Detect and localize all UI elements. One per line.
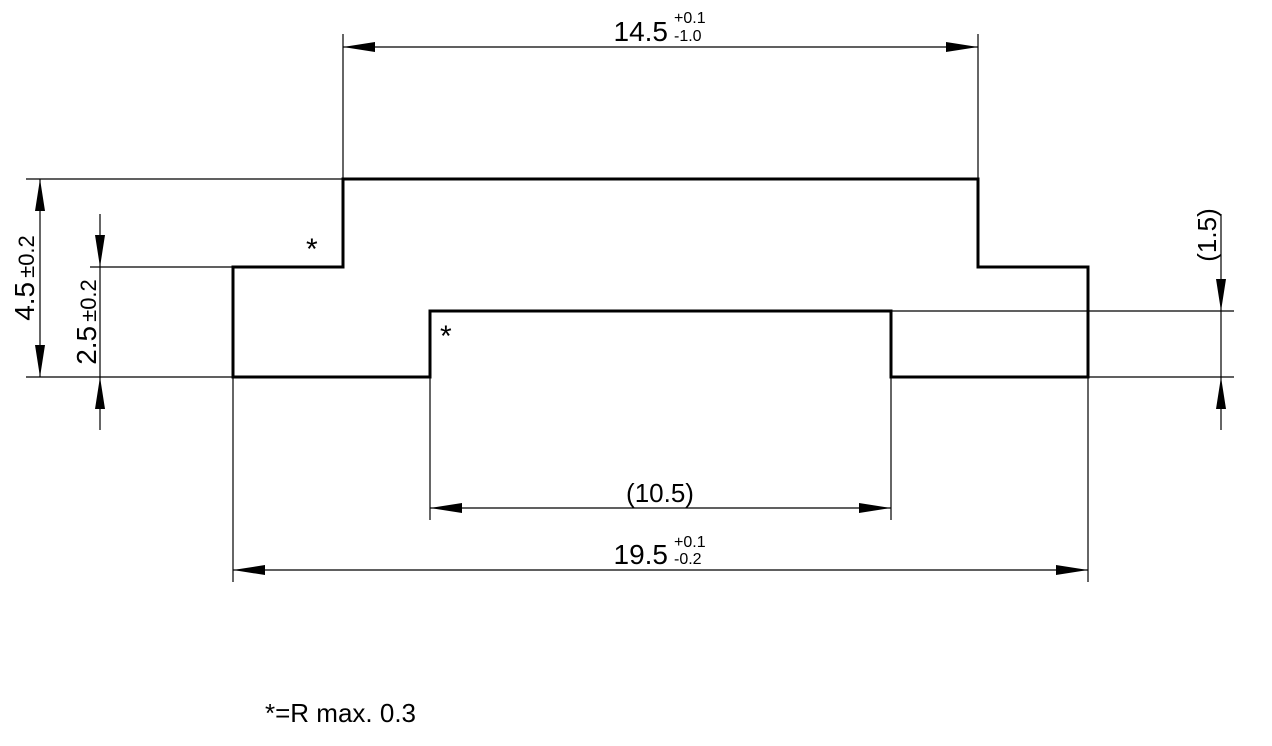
dimension-recess-depth: (1.5) <box>1192 208 1226 430</box>
dimension-top-width: 14.5 +0.1 -1.0 <box>343 10 978 52</box>
dimension-bottom-width: 19.5 +0.1 -0.2 <box>233 534 1088 575</box>
overall-height-tol: ±0.2 <box>14 235 39 278</box>
bottom-width-tol-lower: -0.2 <box>674 551 702 568</box>
top-width-tol-lower: -1.0 <box>674 28 702 45</box>
dimension-step-height: 2.5 ±0.2 <box>71 214 105 430</box>
radius-note: *=R max. 0.3 <box>265 698 416 728</box>
step-height-tol: ±0.2 <box>76 279 101 322</box>
svg-text:2.5±0.2: 2.5 ±0.2 <box>71 279 102 365</box>
svg-text:4.5±0.2: 4.5 ±0.2 <box>9 235 40 321</box>
bottom-width-value: 19.5 <box>614 539 669 570</box>
radius-marker-upper: * <box>306 233 318 266</box>
extension-lines <box>26 34 1234 582</box>
recess-width-value: (10.5) <box>626 478 694 508</box>
dimension-overall-height: 4.5 ±0.2 <box>9 179 45 377</box>
top-width-tol-upper: +0.1 <box>674 10 706 27</box>
top-width-value: 14.5 <box>614 16 669 47</box>
radius-marker-lower: * <box>440 320 452 353</box>
dimension-recess-width: (10.5) <box>430 478 891 513</box>
bottom-width-tol-upper: +0.1 <box>674 534 706 551</box>
part-outline <box>231 177 1090 379</box>
step-height-value: 2.5 <box>71 326 102 365</box>
overall-height-value: 4.5 <box>9 282 40 321</box>
recess-depth-value: (1.5) <box>1192 208 1222 261</box>
